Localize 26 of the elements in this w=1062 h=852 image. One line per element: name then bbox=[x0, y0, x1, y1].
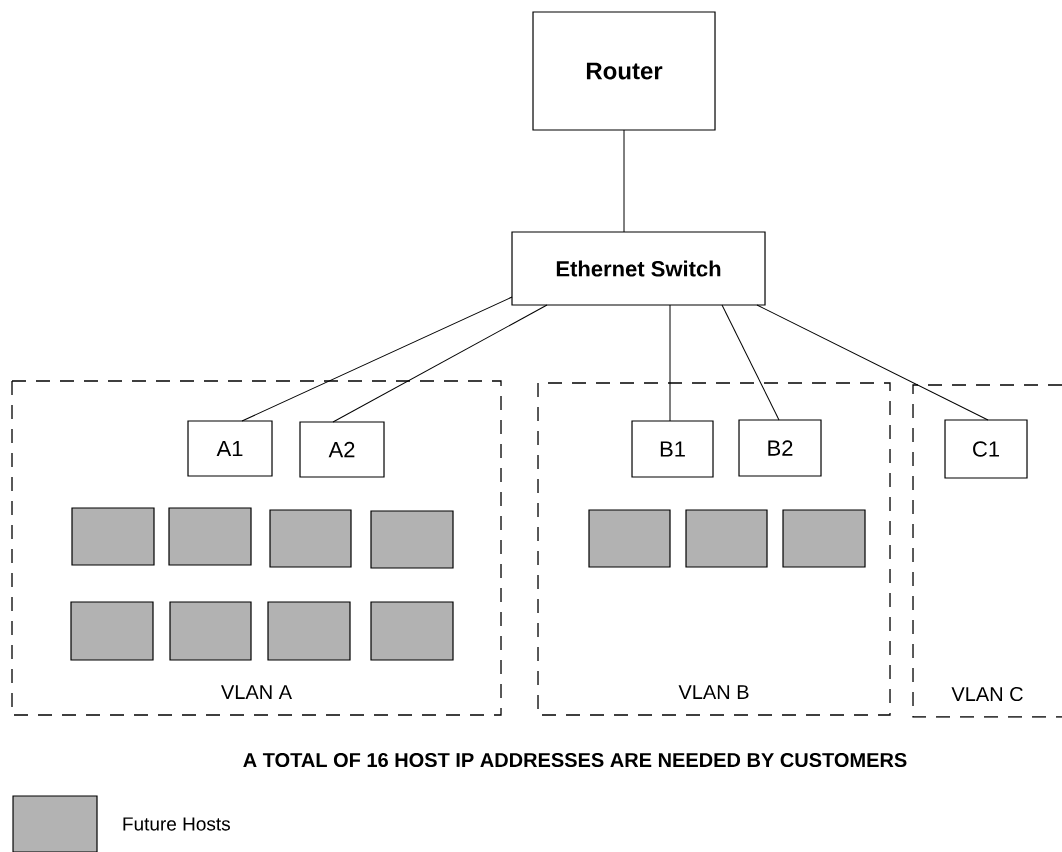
connection-line bbox=[756, 304, 989, 421]
future-host-box bbox=[168, 507, 252, 566]
future-host-box bbox=[588, 509, 671, 568]
future-host-box bbox=[267, 601, 351, 661]
host-box: B2 bbox=[738, 419, 822, 477]
legend-label: Future Hosts bbox=[123, 817, 230, 831]
connection-line bbox=[332, 304, 548, 423]
future-host-box bbox=[70, 601, 154, 661]
future-host-box bbox=[370, 510, 454, 569]
future-host-box bbox=[782, 509, 866, 568]
connection-line bbox=[669, 304, 671, 422]
host-box: A1 bbox=[187, 420, 273, 477]
host-box: A2 bbox=[299, 421, 385, 478]
host-box: B1 bbox=[631, 420, 714, 478]
caption: A TOTAL OF 16 HOST IP ADDRESSES ARE NEEDED BY CUSTOMERS bbox=[243, 752, 907, 768]
connection-line bbox=[241, 296, 513, 422]
future-host-box bbox=[169, 601, 252, 661]
host-box: C1 bbox=[944, 419, 1028, 479]
future-host-box bbox=[269, 509, 352, 568]
future-host-box bbox=[71, 507, 155, 566]
connection-line bbox=[721, 304, 780, 421]
connection-line bbox=[623, 129, 625, 233]
future-host-box bbox=[685, 509, 768, 568]
router-box: Router bbox=[532, 11, 716, 131]
switch-box: Ethernet Switch bbox=[511, 231, 766, 306]
future-host-box bbox=[370, 601, 454, 661]
